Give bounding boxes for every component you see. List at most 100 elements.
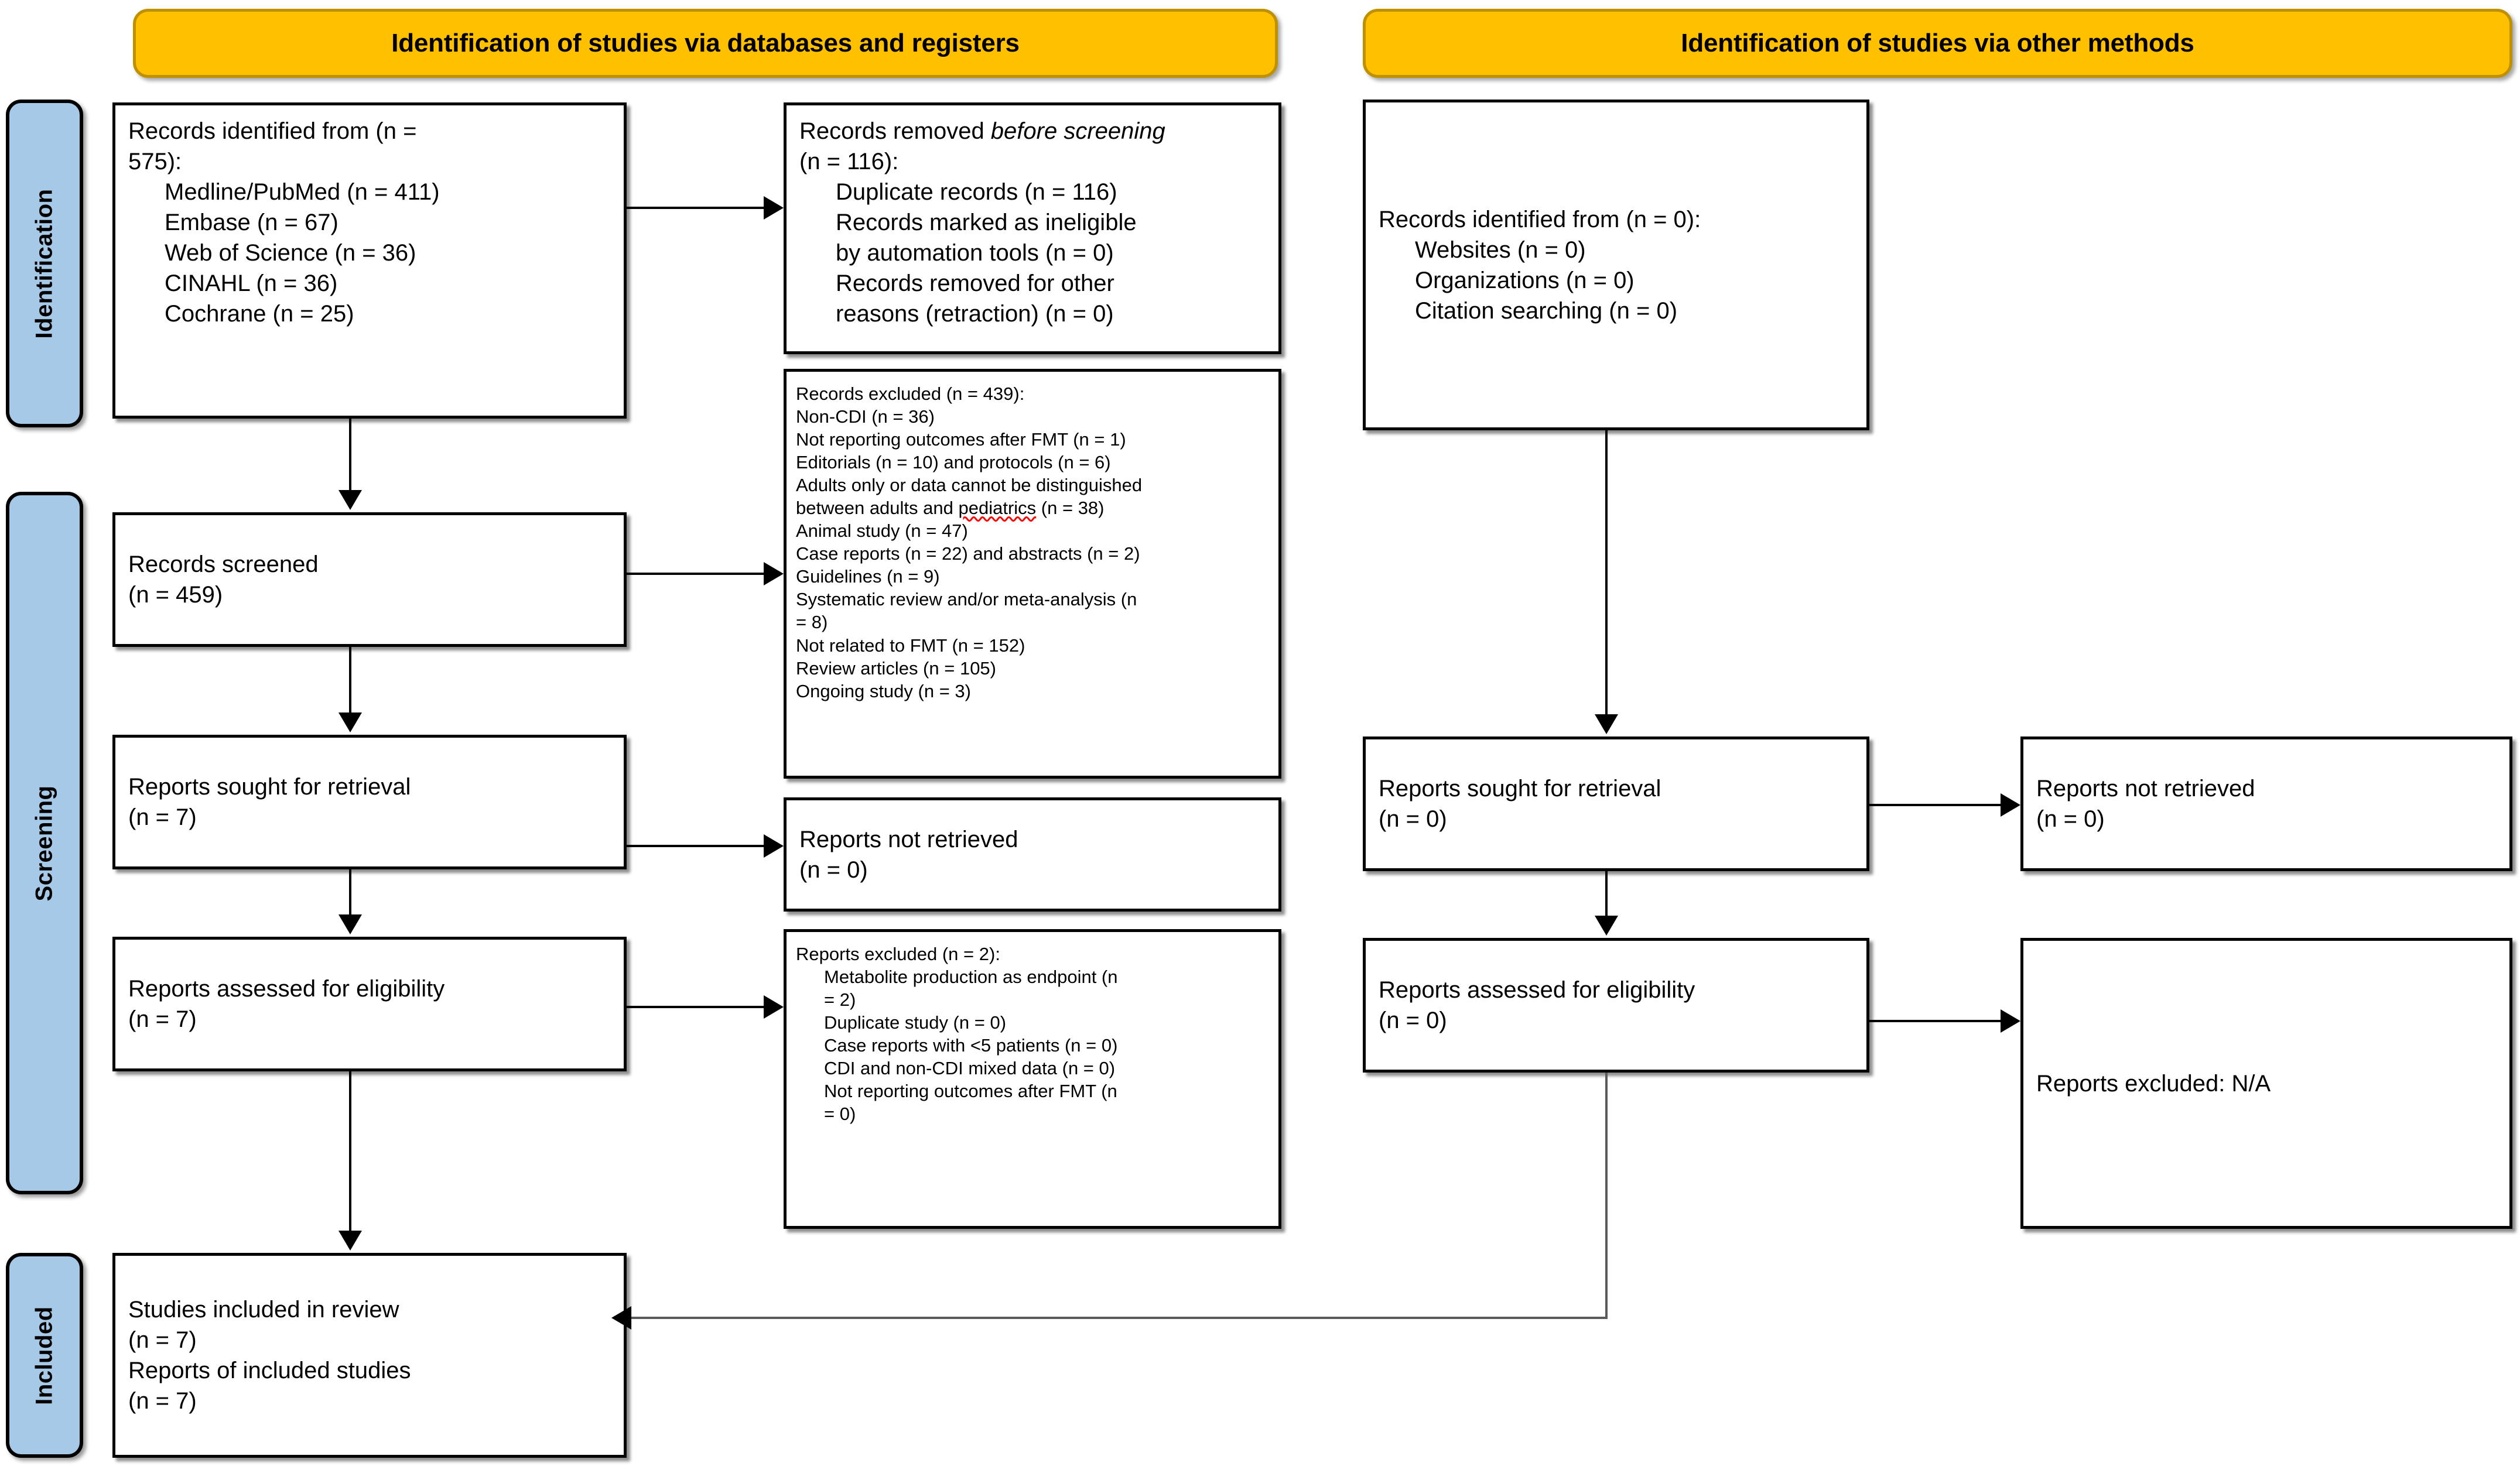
- excluded-guidelines: Guidelines (n = 9): [796, 566, 940, 587]
- header-other-label: Identification of studies via other meth…: [1681, 29, 2194, 57]
- excluded-animal-study: Animal study (n = 47): [796, 520, 968, 542]
- arrowhead-screened-to-excluded: [764, 562, 784, 585]
- other-reports-sought-count: (n = 0): [1379, 806, 1447, 832]
- records-removed-title-plain: Records removed: [799, 118, 991, 144]
- arrowhead-sought-to-not-retrieved: [764, 834, 784, 858]
- records-screened-count: (n = 459): [128, 582, 223, 608]
- excluded-editorials-protocols: Editorials (n = 10) and protocols (n = 6…: [796, 452, 1111, 473]
- reports-assessed-count: (n = 7): [128, 1006, 197, 1032]
- connector-assessed-to-reports-excluded: [627, 1006, 764, 1008]
- removed-ineligible-line1: Records marked as ineligible: [836, 210, 1137, 235]
- other-source-websites: Websites (n = 0): [1415, 237, 1586, 263]
- stage-label-screening: Screening: [31, 785, 57, 901]
- arrowhead-screened-to-sought: [338, 712, 362, 732]
- removed-other-line2: reasons (retraction) (n = 0): [836, 301, 1114, 327]
- studies-included-label: Studies included in review: [128, 1297, 399, 1323]
- records-removed-count: (n = 116):: [799, 149, 899, 174]
- source-cochrane: Cochrane (n = 25): [165, 301, 354, 327]
- arrowhead-other-identified-to-sought: [1595, 714, 1618, 734]
- box-studies-included: Studies included in review (n = 7) Repor…: [112, 1253, 627, 1458]
- rexc-case-reports: Case reports with <5 patients (n = 0): [824, 1035, 1118, 1056]
- rexc-not-reporting-line1: Not reporting outcomes after FMT (n: [824, 1081, 1117, 1102]
- box-reports-not-retrieved-other: Reports not retrieved (n = 0): [2020, 736, 2512, 871]
- rexc-duplicate-study: Duplicate study (n = 0): [824, 1012, 1007, 1033]
- rexc-cdi-mixed: CDI and non-CDI mixed data (n = 0): [824, 1058, 1116, 1079]
- box-reports-excluded-databases: Reports excluded (n = 2): Metabolite pro…: [784, 929, 1281, 1229]
- records-screened-label: Records screened: [128, 551, 319, 577]
- source-web-of-science: Web of Science (n = 36): [165, 240, 416, 266]
- box-reports-assessed-databases: Reports assessed for eligibility (n = 7): [112, 937, 627, 1071]
- records-removed-title: Records removed before screening: [799, 116, 1266, 146]
- box-records-removed-before-screening: Records removed before screening (n = 11…: [784, 102, 1281, 354]
- source-cinahl: CINAHL (n = 36): [165, 270, 338, 296]
- studies-included-count: (n = 7): [128, 1327, 197, 1353]
- other-records-identified-title: Records identified from (n = 0):: [1379, 206, 1701, 232]
- header-databases-label: Identification of studies via databases …: [391, 29, 1020, 57]
- records-identified-line2: 575):: [128, 149, 182, 174]
- box-reports-excluded-other: Reports excluded: N/A: [2020, 938, 2512, 1229]
- box-records-identified-other: Records identified from (n = 0): Website…: [1363, 100, 1869, 430]
- connector-sought-to-not-retrieved: [627, 845, 764, 847]
- box-reports-not-retrieved-databases: Reports not retrieved (n = 0): [784, 797, 1281, 912]
- connector-screened-to-sought: [349, 647, 351, 712]
- reports-included-label: Reports of included studies: [128, 1358, 411, 1383]
- excluded-adults-line1: Adults only or data cannot be distinguis…: [796, 475, 1143, 496]
- arrowhead-assessed-to-reports-excluded: [764, 995, 784, 1019]
- misspelled-word-pediatrics: pediatrics: [958, 498, 1037, 519]
- reports-included-count: (n = 7): [128, 1388, 197, 1414]
- rexc-not-reporting-line2: = 0): [824, 1104, 856, 1125]
- arrowhead-other-sought-to-assessed: [1595, 916, 1618, 936]
- header-other-methods: Identification of studies via other meth…: [1363, 9, 2512, 78]
- stage-label-identification: Identification: [31, 189, 57, 338]
- records-excluded-title: Records excluded (n = 439):: [796, 383, 1025, 404]
- box-reports-sought-other: Reports sought for retrieval (n = 0): [1363, 736, 1869, 871]
- connector-other-sought-to-not-retrieved: [1869, 804, 2001, 806]
- excluded-review-articles: Review articles (n = 105): [796, 657, 996, 679]
- other-reports-excluded-label: Reports excluded: N/A: [2036, 1070, 2271, 1097]
- stage-pill-identification: Identification: [6, 100, 83, 427]
- connector-other-assessed-to-included: [631, 1317, 1608, 1319]
- arrowhead-other-sought-to-not-retrieved: [2001, 793, 2020, 817]
- reports-not-retrieved-count: (n = 0): [799, 857, 868, 883]
- excluded-not-reporting-outcomes: Not reporting outcomes after FMT (n = 1): [796, 429, 1126, 450]
- connector-other-identified-to-sought: [1605, 430, 1608, 714]
- box-records-identified-databases: Records identified from (n = 575): Medli…: [112, 102, 627, 419]
- other-reports-sought-label: Reports sought for retrieval: [1379, 776, 1661, 801]
- arrowhead-assessed-to-included: [338, 1231, 362, 1251]
- other-source-organizations: Organizations (n = 0): [1415, 267, 1635, 293]
- box-reports-sought-databases: Reports sought for retrieval (n = 7): [112, 735, 627, 869]
- excluded-ongoing-study: Ongoing study (n = 3): [796, 680, 971, 701]
- other-reports-not-retrieved-label: Reports not retrieved: [2036, 776, 2255, 801]
- rexc-metabolite-line1: Metabolite production as endpoint (n: [824, 967, 1118, 988]
- stage-pill-included: Included: [6, 1253, 83, 1458]
- stage-label-included: Included: [31, 1306, 57, 1405]
- excluded-adults-line2: between adults and pediatrics (n = 38): [796, 498, 1105, 519]
- source-embase: Embase (n = 67): [165, 210, 338, 235]
- connector-other-assessed-to-excluded: [1869, 1020, 2001, 1022]
- box-reports-assessed-other: Reports assessed for eligibility (n = 0): [1363, 938, 1869, 1073]
- connector-identified-to-screened: [349, 419, 351, 490]
- other-reports-assessed-count: (n = 0): [1379, 1008, 1447, 1033]
- records-removed-title-italic: before screening: [990, 118, 1165, 144]
- other-source-citation-searching: Citation searching (n = 0): [1415, 297, 1678, 324]
- reports-assessed-label: Reports assessed for eligibility: [128, 976, 445, 1002]
- header-databases-registers: Identification of studies via databases …: [133, 9, 1278, 78]
- reports-sought-label: Reports sought for retrieval: [128, 774, 411, 800]
- other-reports-assessed-label: Reports assessed for eligibility: [1379, 977, 1695, 1003]
- arrowhead-identified-to-removed: [764, 196, 784, 220]
- reports-sought-count: (n = 7): [128, 804, 197, 830]
- reports-excluded-title: Reports excluded (n = 2):: [796, 944, 1000, 964]
- arrowhead-other-assessed-to-excluded: [2001, 1009, 2020, 1033]
- arrowhead-other-assessed-to-included: [611, 1306, 631, 1330]
- box-records-excluded: Records excluded (n = 439): Non-CDI (n =…: [784, 369, 1281, 779]
- connector-screened-to-excluded: [627, 573, 764, 575]
- source-medline: Medline/PubMed (n = 411): [165, 179, 440, 205]
- excluded-case-reports-abstracts: Case reports (n = 22) and abstracts (n =…: [796, 543, 1140, 564]
- arrowhead-sought-to-assessed: [338, 914, 362, 934]
- removed-ineligible-line2: by automation tools (n = 0): [836, 240, 1114, 266]
- connector-assessed-to-included: [349, 1071, 351, 1231]
- excluded-not-related-fmt: Not related to FMT (n = 152): [796, 635, 1025, 656]
- other-reports-not-retrieved-count: (n = 0): [2036, 806, 2105, 832]
- rexc-metabolite-line2: = 2): [824, 989, 856, 1010]
